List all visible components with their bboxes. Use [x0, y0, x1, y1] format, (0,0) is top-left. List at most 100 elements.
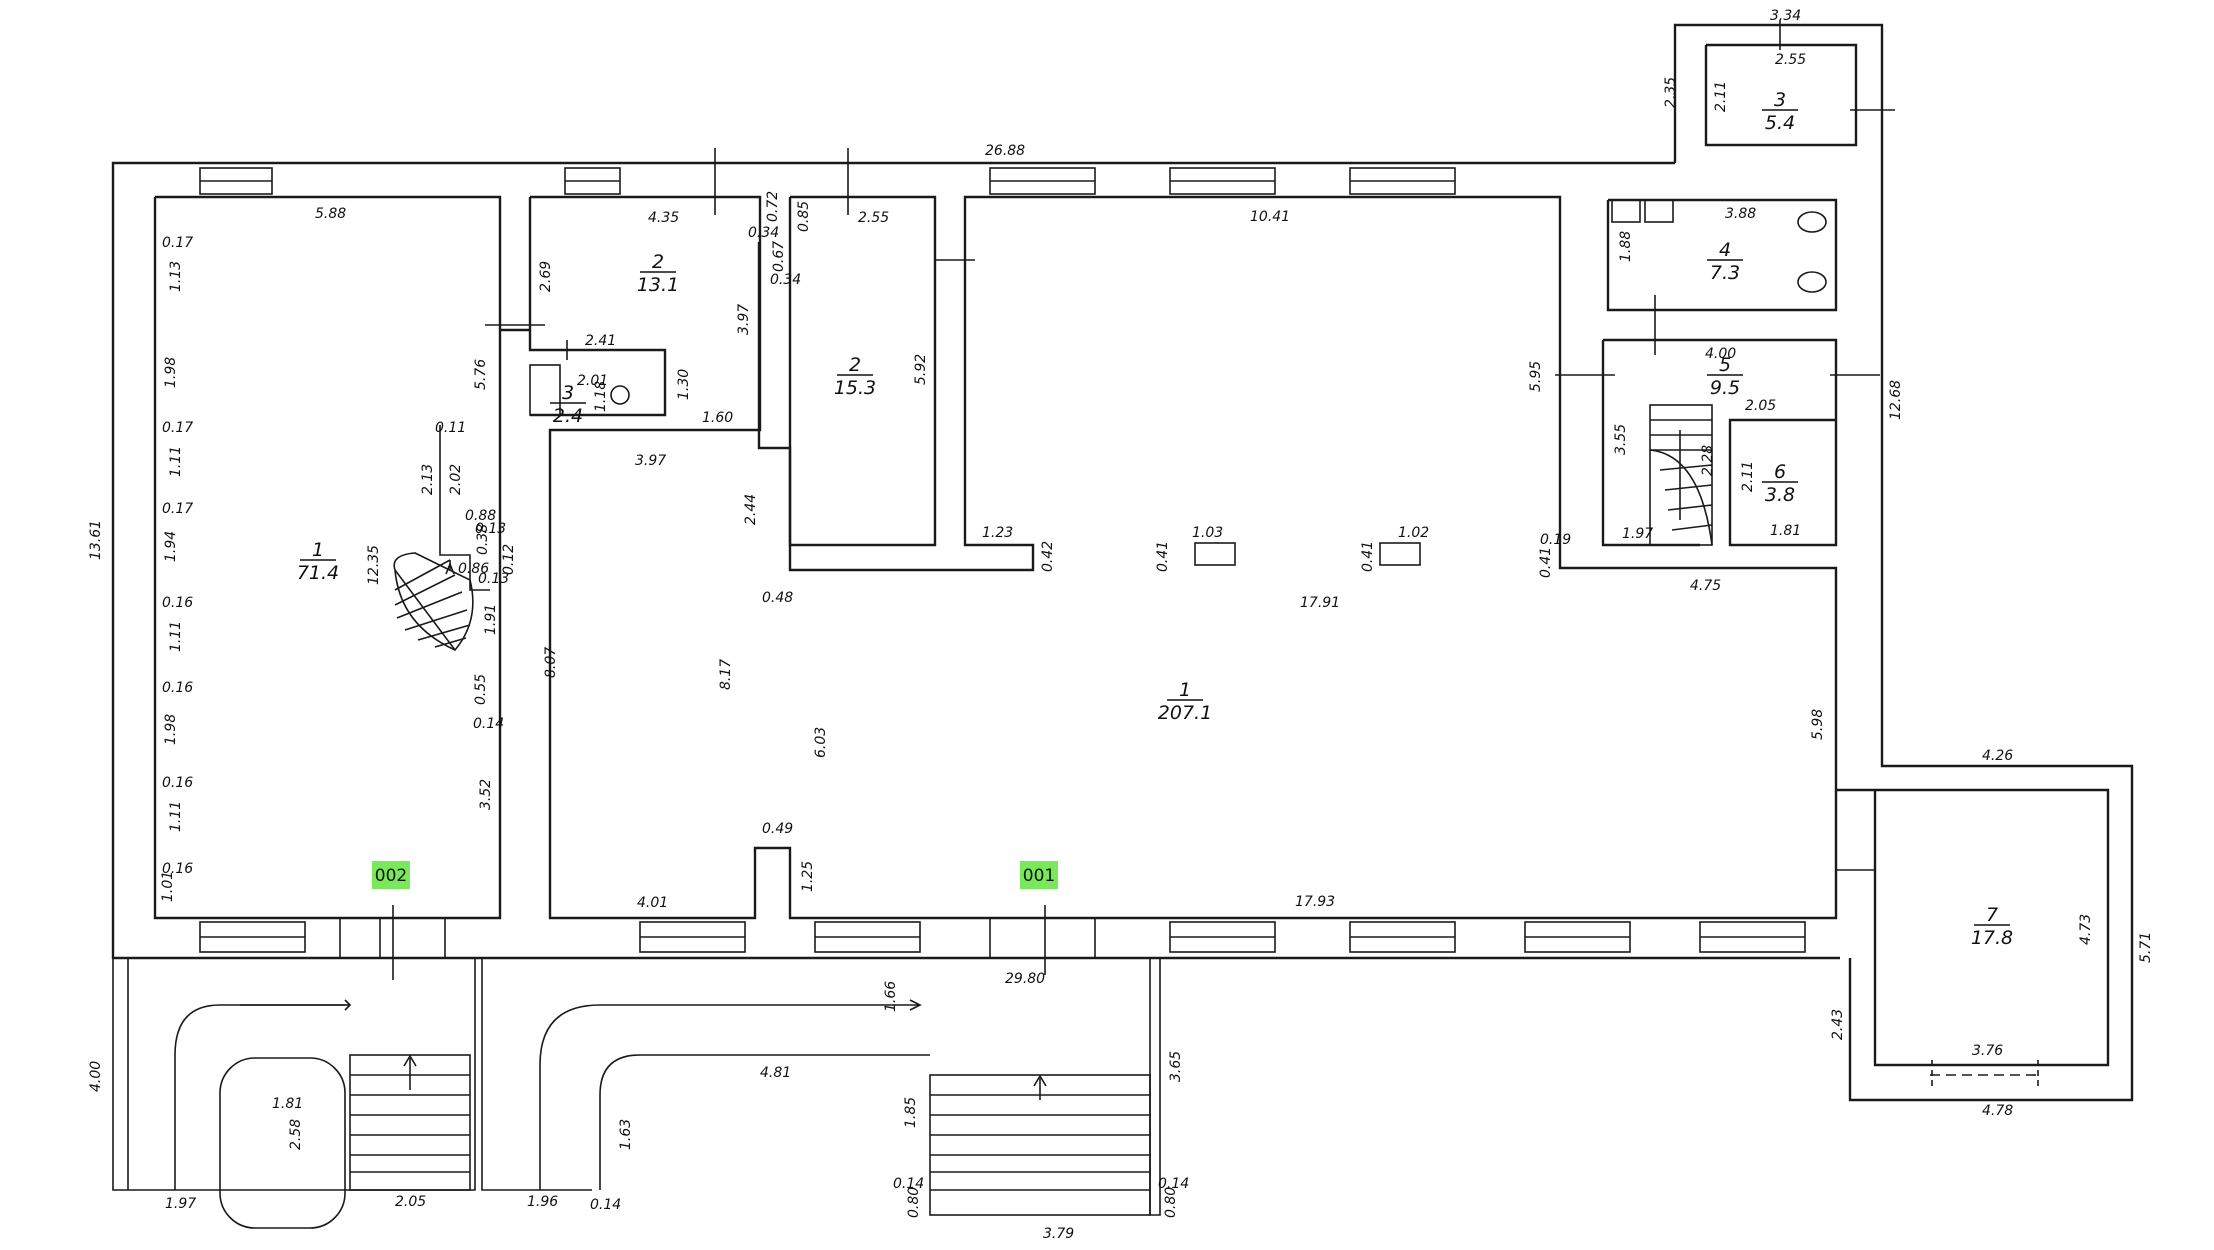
- dim-label: 2.11: [1740, 461, 1756, 492]
- dim-label: 5.71: [2138, 932, 2154, 963]
- room-area: 7.3: [1710, 262, 1740, 284]
- dim-label: 0.80: [1163, 1187, 1179, 1218]
- dim-label: 0.86: [458, 561, 489, 577]
- room-number: 5: [1719, 354, 1731, 376]
- dim-label: 3.97: [635, 453, 666, 469]
- dim-label: 5.95: [1528, 361, 1544, 392]
- entrance-badge-002[interactable]: 002: [372, 861, 410, 889]
- dim-label: 0.14: [473, 716, 504, 732]
- dim-label: 0.67: [771, 241, 787, 272]
- dim-label: 2.41: [585, 333, 616, 349]
- dim-label: 1.81: [1770, 523, 1801, 539]
- dim-label: 4.78: [1982, 1103, 2013, 1119]
- dim-label: 2.11: [1713, 81, 1729, 112]
- room-label: 717.8: [1971, 904, 2013, 949]
- dim-label: 2.13: [420, 464, 436, 495]
- dim-label: 1.66: [883, 981, 899, 1012]
- dim-label: 0.34: [748, 225, 779, 241]
- dim-label: 5.76: [473, 359, 489, 390]
- dim-label: 4.00: [88, 1061, 104, 1092]
- dim-label: 12.35: [366, 545, 382, 585]
- entrance-badge-001[interactable]: 001: [1020, 861, 1058, 889]
- dim-label: 2.05: [395, 1194, 426, 1210]
- dim-label: 0.17: [162, 235, 193, 251]
- dim-label: 1.96: [527, 1194, 558, 1210]
- dim-label: 2.02: [448, 464, 464, 495]
- dim-label: 2.55: [858, 210, 889, 226]
- badge-label: 002: [375, 866, 407, 886]
- room-label: 59.5: [1707, 354, 1743, 399]
- dim-label: 2.58: [288, 1119, 304, 1150]
- dim-label: 1.01: [160, 871, 176, 902]
- dim-label: 5.92: [913, 354, 929, 385]
- dim-label: 3.79: [1043, 1226, 1074, 1242]
- dim-label: 0.16: [162, 775, 193, 791]
- dim-label: 0.16: [162, 861, 193, 877]
- dim-label: 1.97: [165, 1196, 196, 1212]
- dim-label: 0.80: [906, 1187, 922, 1218]
- dim-label: 1.02: [1398, 525, 1429, 541]
- room-number: 1: [1179, 679, 1191, 701]
- dim-label: 1.97: [1622, 526, 1653, 542]
- dim-label: 1.98: [163, 357, 179, 388]
- dim-label: 1.13: [168, 261, 184, 292]
- room-label: 171.4: [297, 539, 339, 584]
- dim-label: 12.68: [1888, 380, 1904, 420]
- dim-label: 0.42: [1040, 541, 1056, 572]
- room-number: 2: [652, 251, 664, 273]
- dim-label: 1.18: [593, 381, 609, 412]
- dim-label: 0.38: [475, 524, 491, 555]
- dim-label: 0.55: [473, 674, 489, 705]
- room-number: 7: [1986, 904, 1998, 926]
- dim-label: 8.07: [543, 647, 559, 678]
- dim-label: 13.61: [88, 520, 104, 560]
- dim-label: 1.85: [903, 1097, 919, 1128]
- dim-label: 17.91: [1300, 595, 1340, 611]
- dim-label: 1.25: [800, 861, 816, 892]
- dim-label: 1.11: [168, 446, 184, 477]
- dim-label: 17.93: [1295, 894, 1335, 910]
- dim-label: 1.11: [168, 621, 184, 652]
- dim-label: 4.01: [637, 895, 668, 911]
- dim-label: 3.97: [736, 304, 752, 335]
- room-area: 71.4: [297, 562, 339, 584]
- room-area: 13.1: [637, 274, 679, 296]
- room-area: 207.1: [1158, 702, 1212, 724]
- room-label: 47.3: [1707, 239, 1743, 284]
- dim-label: 1.60: [702, 410, 733, 426]
- room-area: 17.8: [1971, 927, 2013, 949]
- dim-label: 1.94: [163, 531, 179, 562]
- dim-label: 0.13: [478, 571, 509, 587]
- room-number: 6: [1774, 461, 1786, 483]
- dim-label: 0.41: [1360, 541, 1376, 572]
- room-number: 4: [1719, 239, 1731, 261]
- dim-label: 0.13: [475, 521, 506, 537]
- dim-label: 1.98: [163, 714, 179, 745]
- room-label: 32.4: [550, 382, 586, 427]
- dim-label: 0.12: [501, 544, 517, 575]
- dim-label: 2.44: [743, 494, 759, 525]
- dim-label: 0.17: [162, 501, 193, 517]
- dim-label: 4.35: [648, 210, 679, 226]
- room-label: 213.1: [637, 251, 679, 296]
- dim-label: 0.14: [893, 1176, 924, 1192]
- dim-label: 1.03: [1192, 525, 1223, 541]
- dim-label: 2.69: [538, 261, 554, 292]
- room-number: 3: [1774, 89, 1786, 111]
- dim-label: 2.55: [1775, 52, 1806, 68]
- room-labels: 171.4213.132.4215.31207.135.447.359.563.…: [297, 89, 2013, 949]
- dim-label: 26.88: [985, 143, 1025, 159]
- dim-label: 0.34: [770, 272, 801, 288]
- dim-label: 3.88: [1725, 206, 1756, 222]
- dim-label: 1.81: [272, 1096, 303, 1112]
- dim-label: 1.23: [982, 525, 1013, 541]
- dim-label: 2.01: [577, 373, 608, 389]
- dim-label: 1.91: [483, 604, 499, 635]
- dim-label: 0.85: [796, 201, 812, 232]
- dim-label: 1.88: [1618, 231, 1634, 262]
- dim-label: 4.75: [1690, 578, 1721, 594]
- dim-label: 3.52: [478, 779, 494, 810]
- windows: [199, 20, 1895, 980]
